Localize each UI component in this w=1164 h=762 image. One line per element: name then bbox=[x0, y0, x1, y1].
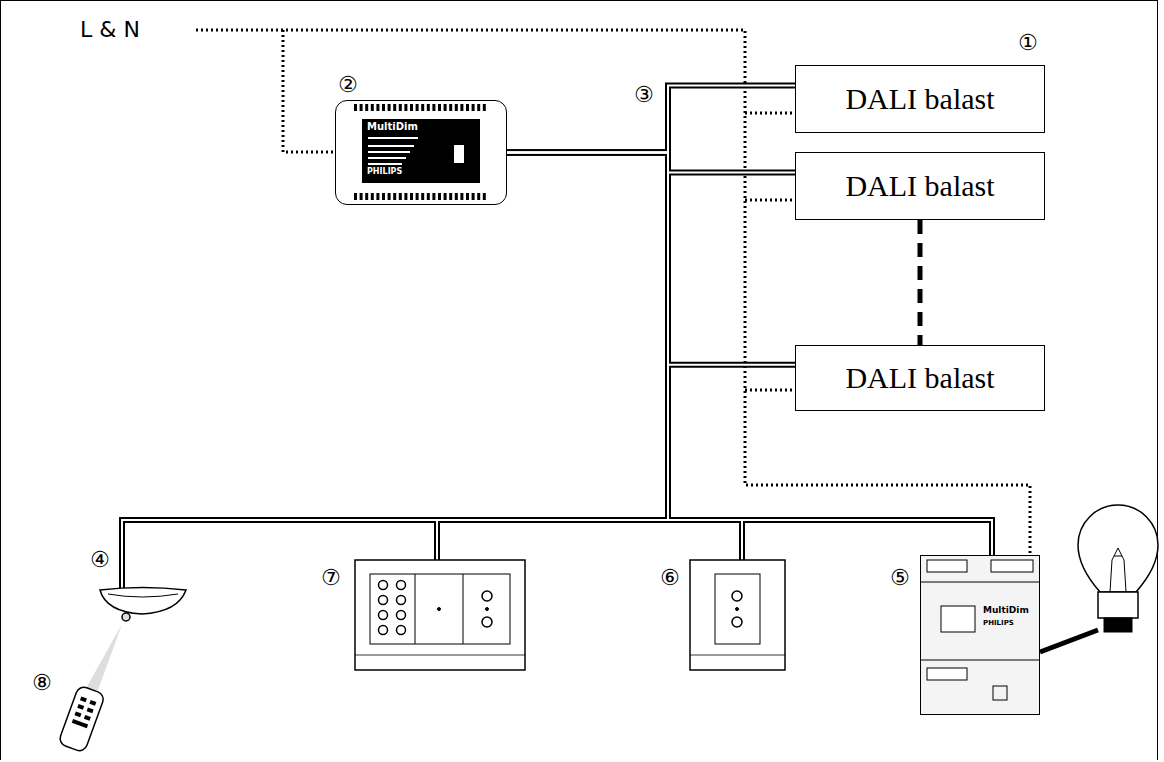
panel-face bbox=[370, 574, 510, 644]
callout-number: ⑦ bbox=[321, 567, 341, 589]
din-housing bbox=[921, 556, 1039, 714]
dali-bus-inner bbox=[507, 153, 795, 173]
ballast-box: DALI balast bbox=[795, 345, 1045, 411]
callout-number: ⑥ bbox=[660, 567, 680, 589]
lamp-holder bbox=[1104, 618, 1132, 632]
callout-number: ① bbox=[1018, 32, 1038, 54]
ballast-box: DALI balast bbox=[795, 152, 1045, 220]
lamp-bulb bbox=[1078, 505, 1158, 592]
panel-buttons bbox=[379, 581, 493, 635]
sensor-lens bbox=[122, 613, 130, 621]
bus-wire bbox=[739, 520, 745, 560]
mains-wiring bbox=[196, 30, 1030, 555]
lamp-socket bbox=[1098, 592, 1138, 618]
relay-module: MultiDimPHILIPS bbox=[920, 555, 1040, 715]
sensor-rim bbox=[108, 594, 178, 597]
mains-wire bbox=[196, 30, 1030, 555]
ballast-label: DALI balast bbox=[845, 82, 994, 116]
callout-number: ④ bbox=[90, 549, 110, 571]
ir-beam bbox=[84, 624, 122, 692]
terminal-block bbox=[991, 560, 1033, 572]
callout-number: ⑧ bbox=[32, 672, 52, 694]
mains-wire bbox=[745, 112, 795, 115]
psu-housing bbox=[336, 101, 506, 204]
continuation-line bbox=[918, 220, 923, 345]
remote-control bbox=[58, 624, 122, 753]
bus-wire bbox=[741, 520, 743, 560]
mains-label: L & N bbox=[80, 19, 140, 41]
device-print: PHILIPS bbox=[983, 620, 1014, 627]
front-window bbox=[941, 606, 975, 632]
device-print: MultiDim bbox=[367, 122, 418, 132]
device-print: PHILIPS bbox=[367, 168, 402, 176]
ir-sensor bbox=[100, 588, 186, 622]
ballast-box: DALI balast bbox=[795, 65, 1045, 133]
lamp-cable bbox=[1040, 630, 1098, 652]
terminal-block bbox=[927, 668, 967, 680]
bus-wire bbox=[436, 520, 438, 560]
dip-switch bbox=[454, 145, 464, 163]
callout-number: ③ bbox=[634, 84, 654, 106]
mains-wire bbox=[745, 199, 795, 202]
remote-body bbox=[58, 685, 106, 753]
panel-frame bbox=[690, 560, 785, 670]
push-button-panel bbox=[690, 560, 785, 670]
ballast-label: DALI balast bbox=[845, 169, 994, 203]
device-print: MultiDim bbox=[983, 606, 1029, 615]
vent-teeth bbox=[354, 104, 486, 200]
callout-number: ② bbox=[338, 74, 358, 96]
mains-wire bbox=[283, 30, 335, 152]
terminal-block bbox=[927, 560, 967, 572]
bus-wire bbox=[434, 520, 440, 560]
lamp-filament bbox=[1110, 548, 1126, 592]
control-panel bbox=[355, 560, 525, 670]
lamp bbox=[1040, 505, 1158, 652]
dali-bus-inner bbox=[507, 153, 795, 365]
panel-frame bbox=[355, 560, 525, 670]
plate-print bbox=[368, 137, 418, 165]
remote-buttons bbox=[72, 696, 97, 728]
sensor-body bbox=[100, 588, 186, 615]
dali-bus-line bbox=[507, 153, 795, 365]
ballast-label: DALI balast bbox=[845, 361, 994, 395]
label-plate bbox=[362, 119, 480, 183]
panel-face bbox=[715, 574, 760, 644]
power-supply: MultiDimPHILIPS bbox=[335, 100, 507, 205]
callout-number: ⑤ bbox=[890, 567, 910, 589]
mains-wire bbox=[745, 389, 795, 392]
din-clip bbox=[993, 686, 1007, 700]
